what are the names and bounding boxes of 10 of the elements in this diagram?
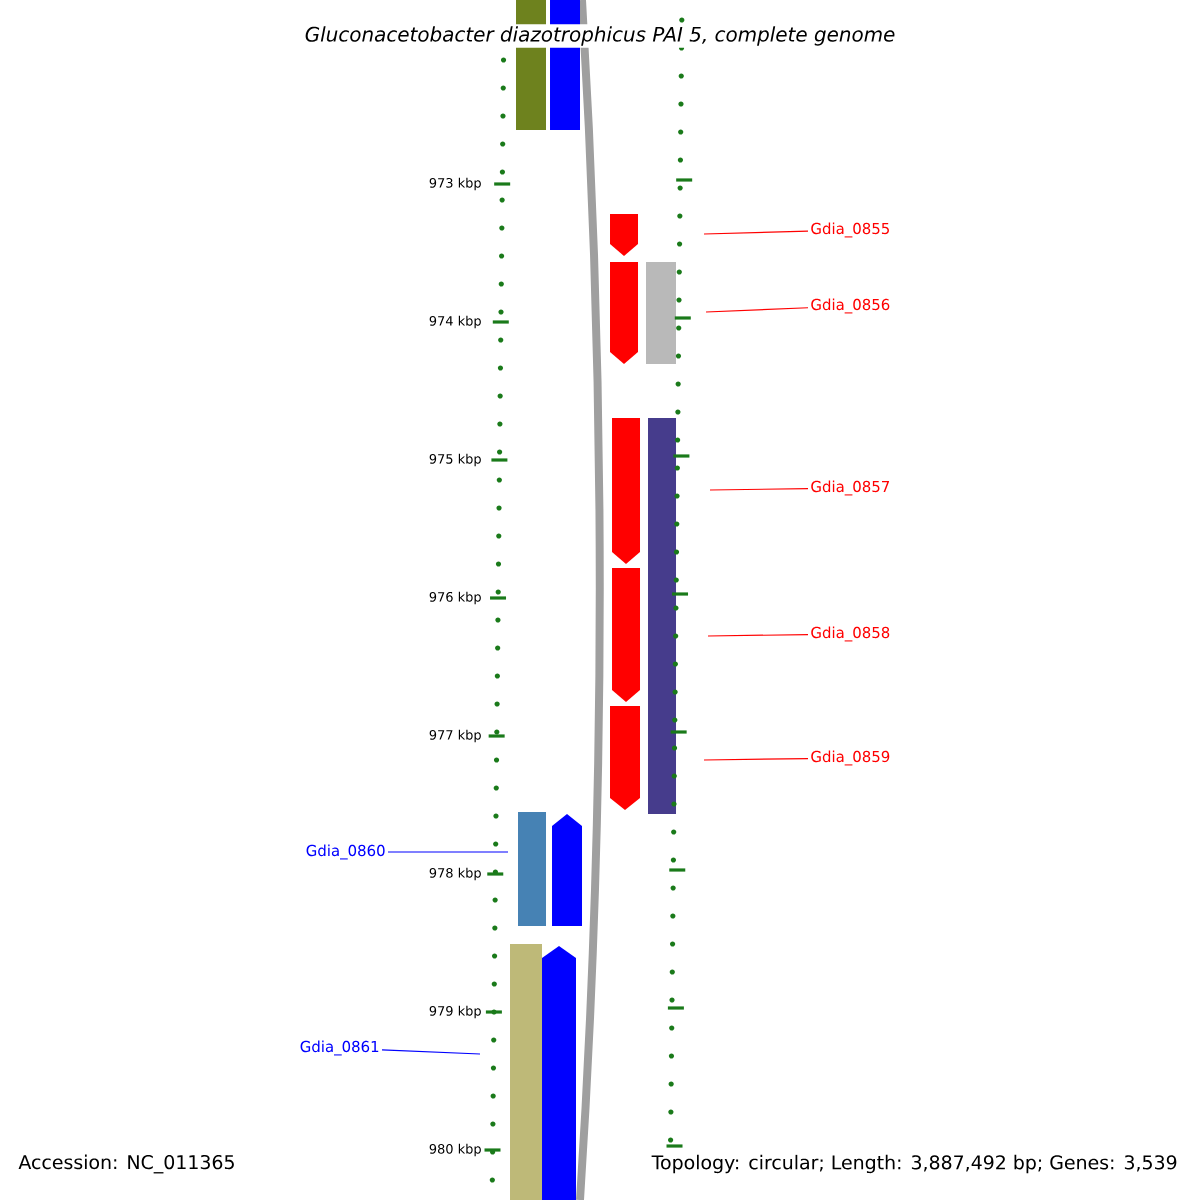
accession-text: Accession: NC_011365 <box>18 1154 234 1174</box>
title: Gluconacetobacter diazotrophicus PAI 5, complete genome <box>302 24 898 48</box>
leader-line <box>709 488 809 491</box>
leader-line <box>707 634 809 637</box>
genome-info-text: Topology: circular; Length: 3,887,492 bp; Genes: 3,539 <box>647 1150 1182 1178</box>
leader-line <box>703 758 809 761</box>
leader-line <box>381 1049 481 1055</box>
leader-line <box>387 851 509 853</box>
leader-line <box>705 307 809 313</box>
leader-line <box>703 230 809 235</box>
